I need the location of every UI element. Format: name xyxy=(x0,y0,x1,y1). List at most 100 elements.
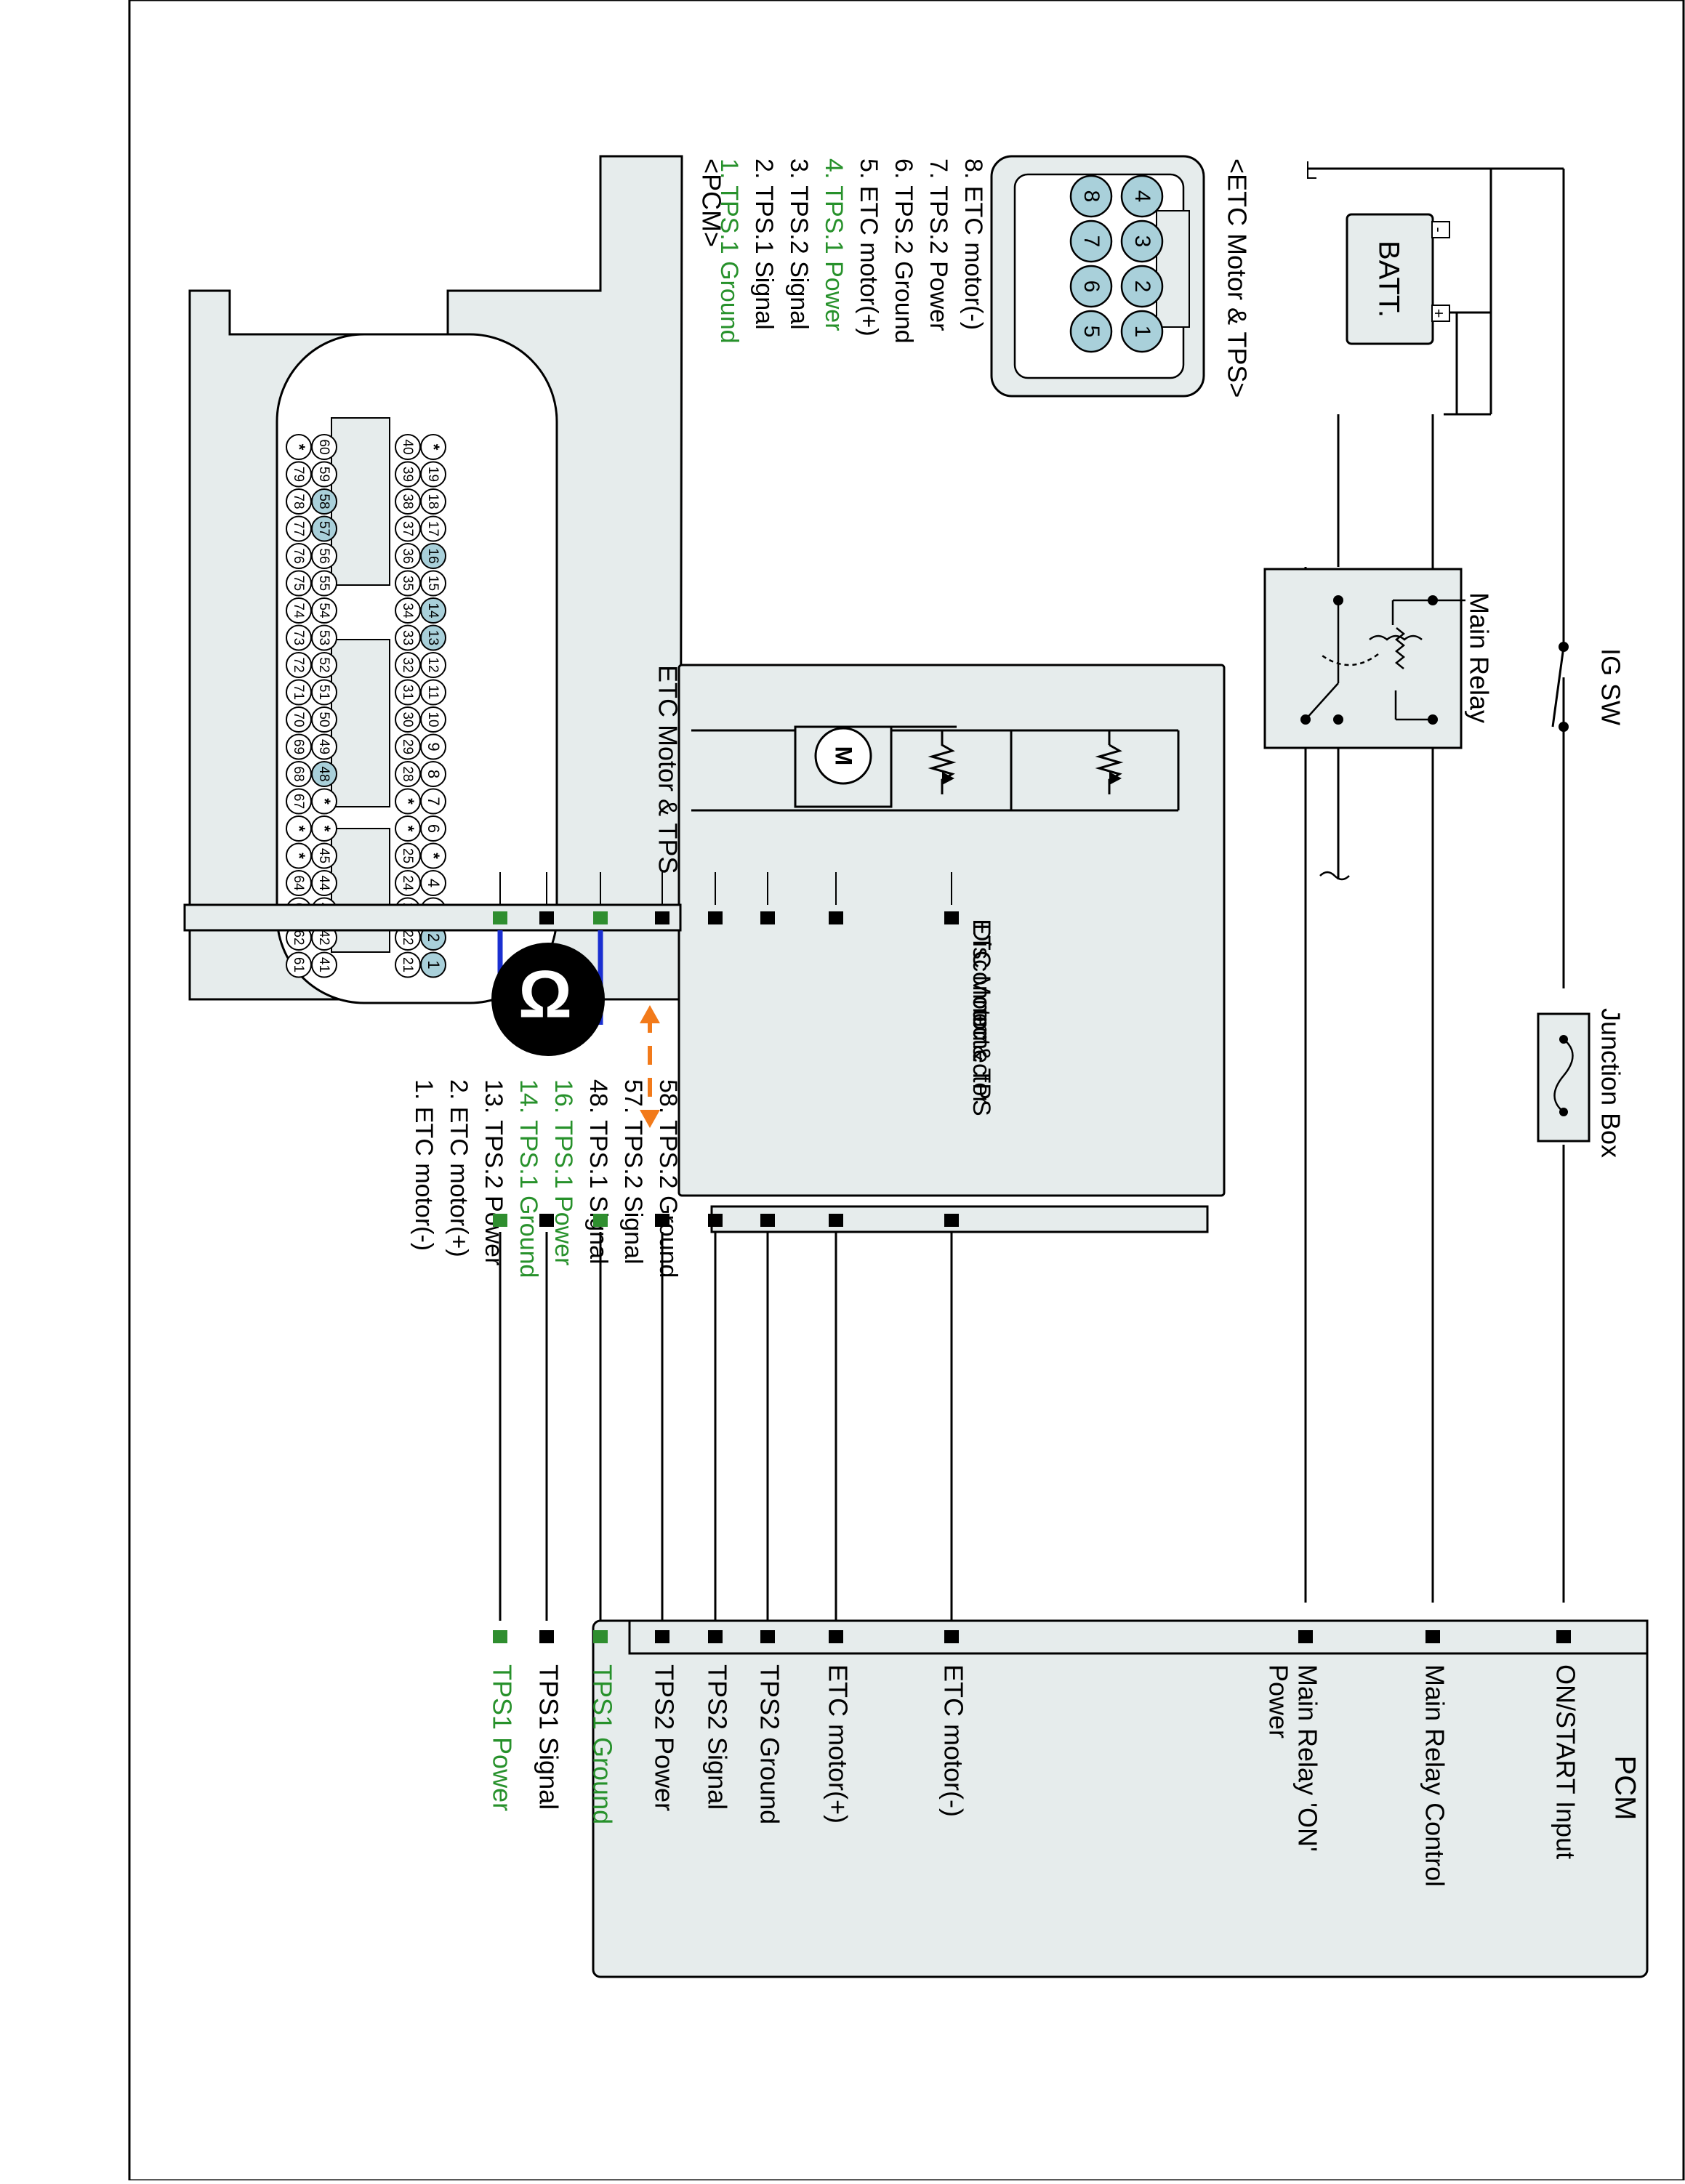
pcm-pin-number: 18 xyxy=(425,493,441,509)
pcm-terminal-label: TPS1 Power xyxy=(487,1664,517,1811)
arrow-head-up xyxy=(640,1005,660,1023)
pcm-terminal-pin xyxy=(655,1630,669,1643)
pcm-pin-number: * xyxy=(315,798,334,805)
disconnect-line-1: Disconnect xyxy=(968,924,995,1047)
harness-connector-strip xyxy=(710,1205,1209,1233)
etc-pin-list-item: 2. TPS.1 Signal xyxy=(750,158,778,330)
etc-terminal xyxy=(829,911,843,924)
pcm-pin xyxy=(311,543,337,569)
pcm-pin-number: 50 xyxy=(316,712,331,727)
pcm-pin-number: 67 xyxy=(291,794,306,809)
pcm-pin-number: * xyxy=(399,798,417,805)
etc-pin-list-item: 3. TPS.2 Signal xyxy=(785,158,813,330)
pcm-pin-number: 24 xyxy=(400,875,415,891)
pcm-pin xyxy=(311,815,337,842)
pcm-pin-number: * xyxy=(290,853,308,859)
etc-pin-number: 4 xyxy=(1130,190,1154,203)
pcm-pin xyxy=(311,733,337,760)
pcm-pin-number: 44 xyxy=(316,875,331,891)
pcm-pin-list-item: 16. TPS.1 Power xyxy=(550,1079,577,1265)
pcm-pin xyxy=(311,679,337,706)
pcm-pin xyxy=(395,706,421,733)
pcm-pin-number: 56 xyxy=(316,548,331,563)
harness-terminal xyxy=(829,1214,843,1227)
pcm-pin-number: * xyxy=(315,826,334,832)
ignition-switch: IG SW xyxy=(1551,642,1625,732)
disconnect-note: Disconnect ETC Motor & TPS connector xyxy=(968,919,995,1116)
main-relay: Main Relay xyxy=(1263,568,1494,881)
pcm-pin-number: 36 xyxy=(400,548,415,563)
pcm-pin-number: 62 xyxy=(291,930,306,945)
pcm-pin-number: 13 xyxy=(425,630,441,645)
etc-pin-number: 2 xyxy=(1130,281,1154,293)
etc-pin-number: 7 xyxy=(1079,235,1103,248)
pcm-terminal-label: TPS1 Signal xyxy=(534,1664,563,1810)
signal-wires xyxy=(493,872,1571,1643)
pcm-pin-number: 77 xyxy=(291,521,306,536)
pcm-pin-number: * xyxy=(425,853,443,859)
etc-pin-3 xyxy=(1120,219,1164,263)
pcm-terminal-pin xyxy=(708,1630,723,1643)
pcm-pin xyxy=(395,434,421,460)
pcm-terminal-label: TPS1 Ground xyxy=(587,1664,617,1824)
pcm-pin-number: 1 xyxy=(425,960,443,969)
etc-terminal xyxy=(493,911,507,924)
pcm-pin xyxy=(395,515,421,542)
pcm-pin-number: 29 xyxy=(400,739,415,754)
pcm-pin xyxy=(395,788,421,815)
pcm-pin-number: 70 xyxy=(291,712,306,727)
junction-box-fuse: Junction Box xyxy=(1537,1008,1625,1158)
pcm-terminal-label: ON/START Input xyxy=(1551,1664,1580,1859)
pcm-pin-number: 76 xyxy=(291,548,306,563)
pcm-pin-number: 71 xyxy=(291,685,306,700)
etc-pin-list-item: 1. TPS.1 Ground xyxy=(715,158,743,344)
pcm-pin xyxy=(311,570,337,597)
pcm-pin-list-item: 13. TPS.2 Power xyxy=(480,1079,507,1265)
pcm-pin-number: 4 xyxy=(425,879,443,887)
pcm-pin-number: 2 xyxy=(425,933,443,942)
pcm-terminal-pin xyxy=(493,1630,507,1643)
disconnect-line-3: connector xyxy=(968,996,995,1104)
pcm-terminal-label: Power xyxy=(1263,1664,1293,1738)
etc-terminal xyxy=(655,911,669,924)
pcm-terminal-label: ETC motor(-) xyxy=(938,1664,968,1817)
pcm-pin-number: 11 xyxy=(425,685,441,700)
pcm-pin-number: 68 xyxy=(291,766,306,781)
pcm-pin xyxy=(395,842,421,869)
pcm-terminal-label: Main Relay 'ON' xyxy=(1292,1664,1322,1852)
pcm-pin-number: 75 xyxy=(291,576,306,591)
ohm-symbol: Ω xyxy=(518,957,572,1031)
pcm-pin xyxy=(395,488,421,515)
etc-pin-list-item: 5. ETC motor(+) xyxy=(855,158,882,337)
etc-terminal xyxy=(593,911,608,924)
harness-terminal xyxy=(708,1214,723,1227)
pcm-pin-number: 48 xyxy=(316,766,331,781)
ohmmeter-icon xyxy=(491,943,605,1056)
pcm-terminal-pin xyxy=(1556,1630,1571,1643)
junction-box-label: Junction Box xyxy=(1596,1008,1625,1158)
pcm-pin-number: * xyxy=(290,444,308,451)
pcm-pin-number: 59 xyxy=(316,467,331,482)
etc-pin-number: 6 xyxy=(1079,281,1103,293)
pcm-pin xyxy=(311,461,337,488)
etc-pin-list-item: 8. ETC motor(-) xyxy=(960,158,987,330)
pcm-pin-number: 22 xyxy=(400,930,415,945)
pcm-pin-number: 54 xyxy=(316,603,331,618)
pcm-pin-number: 6 xyxy=(425,824,443,833)
pcm-pin xyxy=(311,761,337,787)
pcm-pin xyxy=(395,570,421,597)
pcm-pin xyxy=(311,488,337,515)
pcm-pin-number: 16 xyxy=(425,548,441,563)
pcm-pin-number: 72 xyxy=(291,657,306,672)
pcm-pin-number: 30 xyxy=(400,712,415,727)
etc-pin-2 xyxy=(1120,265,1164,308)
pcm-pin xyxy=(395,597,421,624)
harness-terminal xyxy=(655,1214,669,1227)
harness-terminal xyxy=(493,1214,507,1227)
pcm-pin xyxy=(311,434,337,460)
pcm-pin-number: 42 xyxy=(316,930,331,945)
pcm-pin-number: 40 xyxy=(400,439,415,454)
pcm-label: PCM xyxy=(1609,1756,1641,1821)
